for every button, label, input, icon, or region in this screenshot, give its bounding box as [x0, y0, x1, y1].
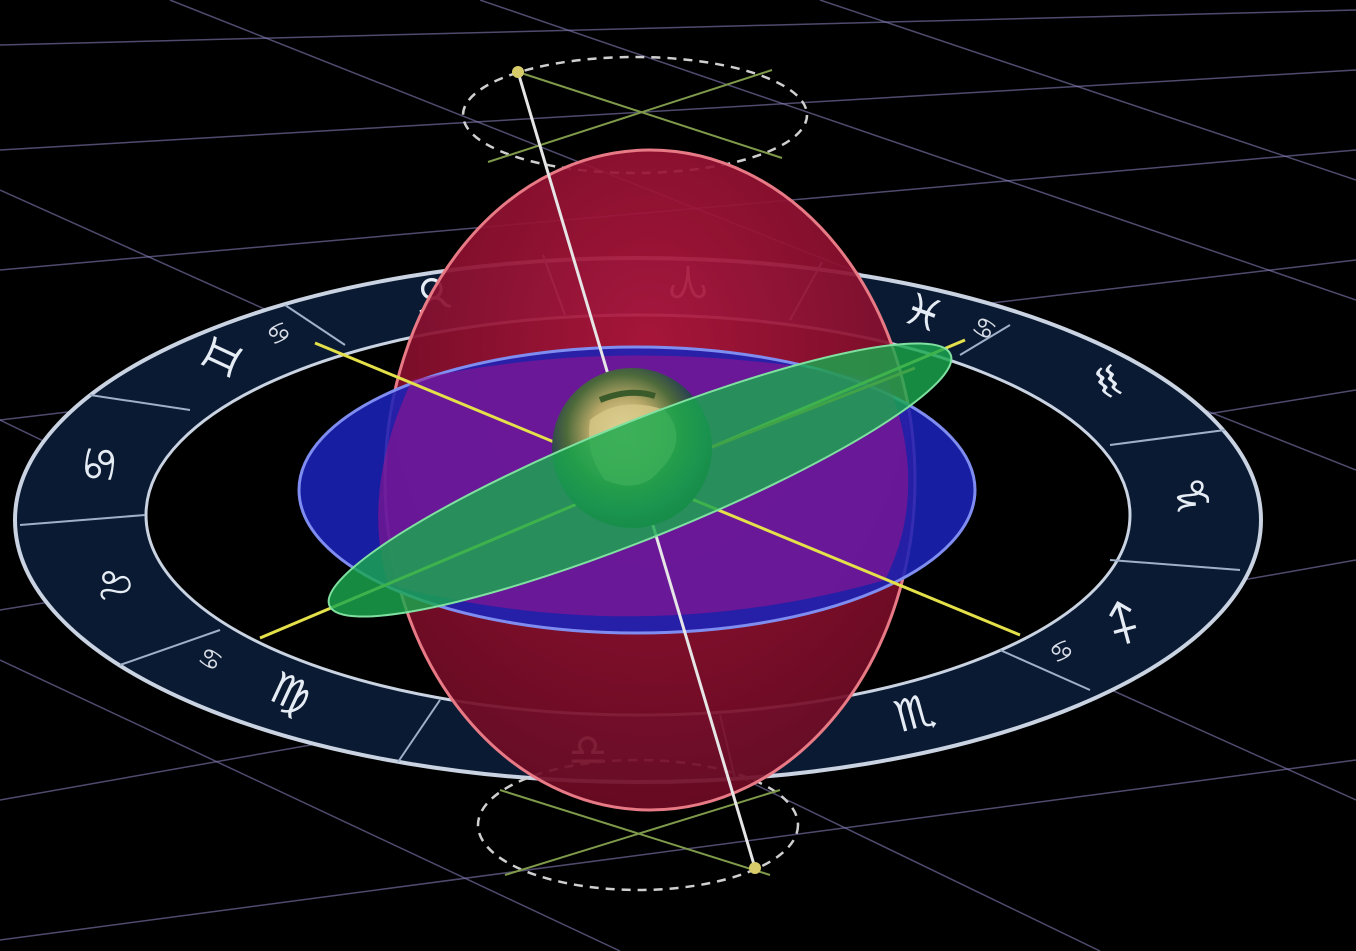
north-pole-orbit: [461, 55, 809, 175]
sign-capricorn: ♑: [1169, 476, 1220, 515]
south-pole-orbit: [476, 758, 800, 892]
sign-cancer: ♋: [71, 442, 125, 486]
horizon-plane: [327, 342, 953, 618]
zodiac-dividers: [19, 254, 1241, 779]
north-pole-marker-icon: [512, 66, 524, 78]
south-pole-marker-icon: [749, 862, 761, 874]
